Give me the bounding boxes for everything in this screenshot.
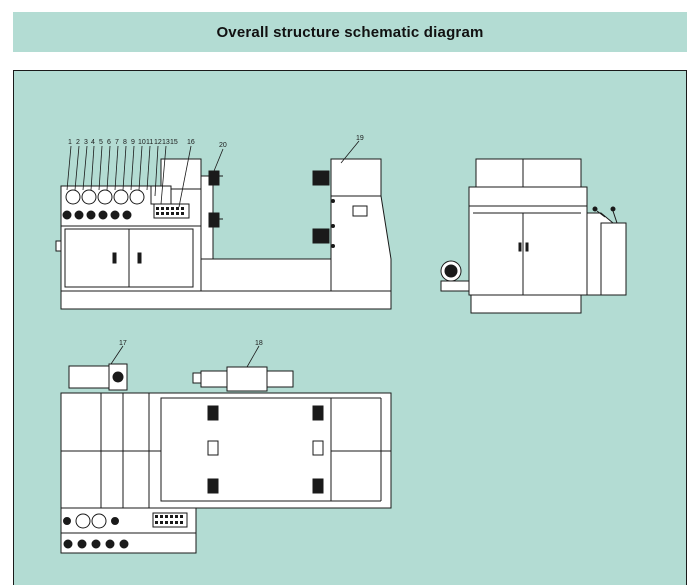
callout-6: 6 xyxy=(107,139,111,146)
schematic-svg: 1 2 3 4 5 6 7 8 9 10 11 12 13 15 16 20 1… xyxy=(55,135,627,554)
callout-9: 9 xyxy=(131,139,135,146)
top-view: 17 18 xyxy=(60,340,392,554)
front-keypad xyxy=(156,207,184,215)
diagram-panel: 1 2 3 4 5 6 7 8 9 10 11 12 13 15 16 20 1… xyxy=(13,70,687,585)
callout-5: 5 xyxy=(99,139,103,146)
callout-20: 20 xyxy=(219,142,227,149)
side-view xyxy=(440,158,627,314)
front-leader-lines xyxy=(66,140,360,208)
callout-4: 4 xyxy=(91,139,95,146)
callout-17: 17 xyxy=(119,340,127,347)
front-callouts: 1 2 3 4 5 6 7 8 9 10 11 12 13 15 16 20 1… xyxy=(68,135,364,149)
callout-16: 16 xyxy=(187,139,195,146)
callout-13: 13 xyxy=(162,139,170,146)
callout-2: 2 xyxy=(76,139,80,146)
page-title: Overall structure schematic diagram xyxy=(216,23,484,41)
callout-1: 1 xyxy=(68,139,72,146)
title-bar: Overall structure schematic diagram xyxy=(13,12,687,52)
callout-19: 19 xyxy=(356,135,364,142)
callout-11: 11 xyxy=(146,139,153,146)
callout-10: 10 xyxy=(138,139,146,146)
front-view xyxy=(55,158,392,310)
callout-3: 3 xyxy=(84,139,88,146)
front-gauges xyxy=(65,189,145,205)
callout-18: 18 xyxy=(255,340,263,347)
front-knobs xyxy=(62,210,132,220)
callout-7: 7 xyxy=(115,139,119,146)
callout-15: 15 xyxy=(170,139,178,146)
callout-8: 8 xyxy=(123,139,127,146)
callout-12: 12 xyxy=(154,139,162,146)
